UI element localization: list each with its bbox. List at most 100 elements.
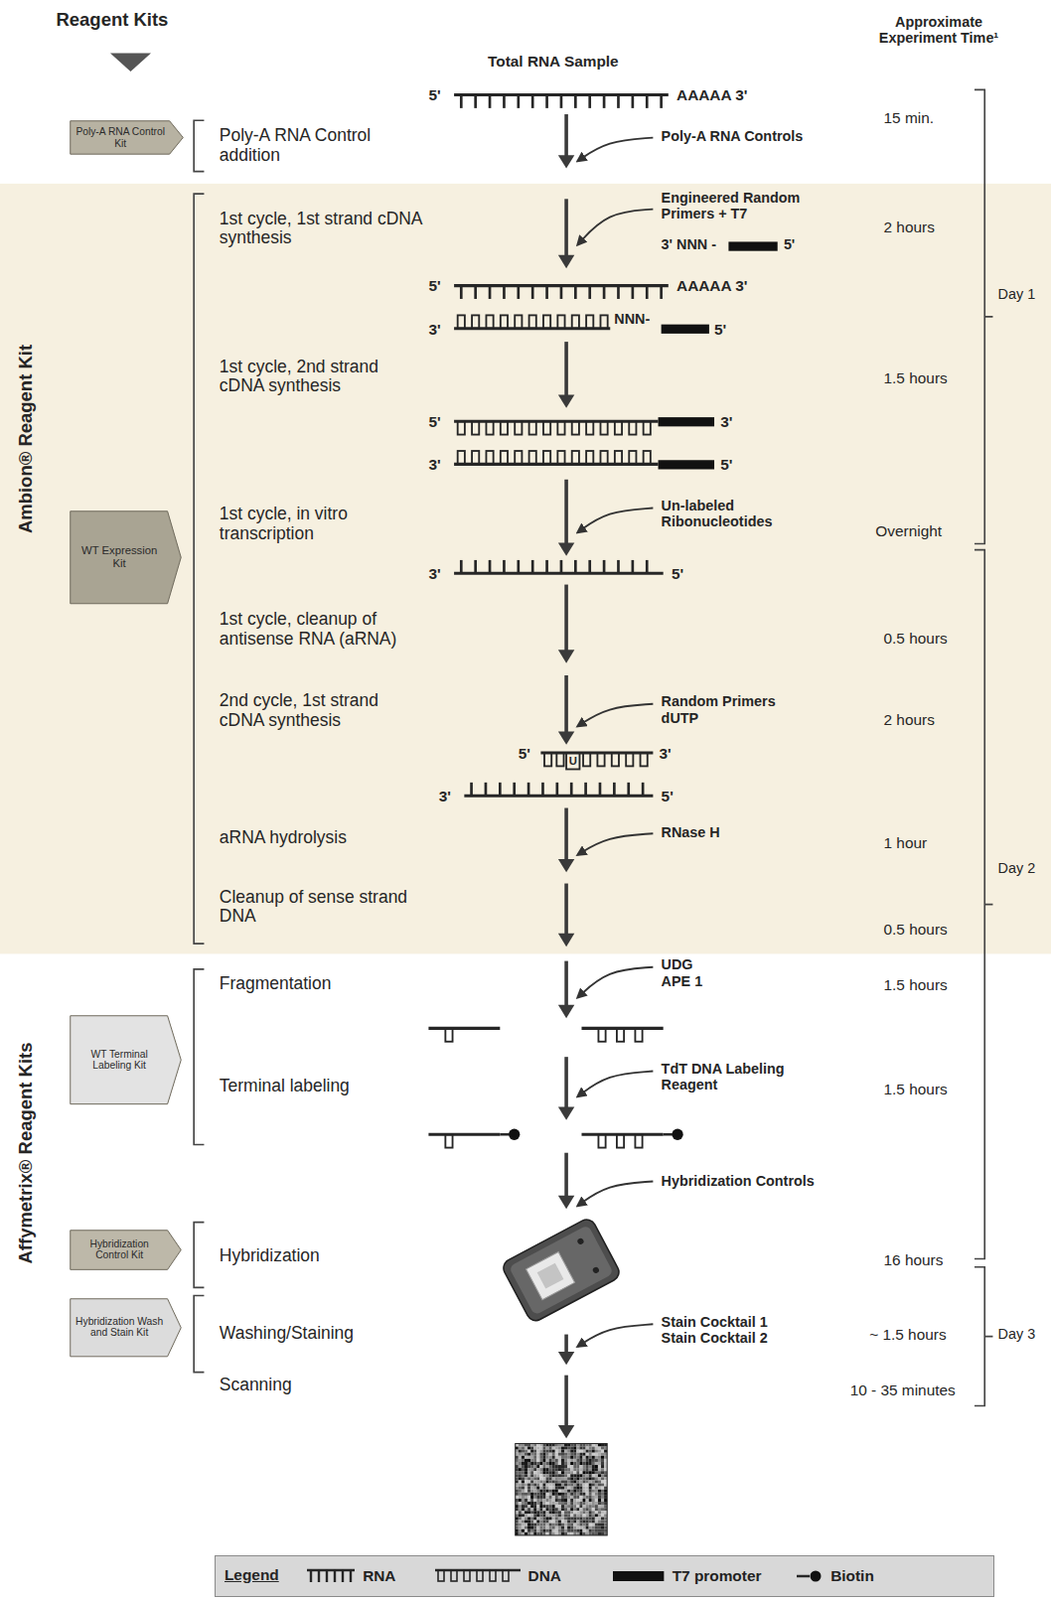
scan-pixel [536, 1513, 540, 1517]
scan-pixel [573, 1450, 577, 1454]
scan-pixel [539, 1459, 543, 1463]
kit-badge-outline [70, 510, 181, 603]
legend-swatch-fill [612, 1571, 664, 1582]
scan-pixel [561, 1465, 565, 1469]
reagent-feed-arrow [577, 138, 653, 162]
scan-pixel [558, 1523, 562, 1527]
scan-pixel [524, 1462, 528, 1466]
scan-pixel [533, 1507, 537, 1511]
scan-pixel [583, 1465, 587, 1469]
scan-pixel [589, 1499, 593, 1502]
scan-pixel [521, 1499, 525, 1502]
rna-base [531, 286, 535, 300]
rna-base [545, 286, 549, 300]
scan-pixel [576, 1523, 580, 1527]
scan-pixel [552, 1456, 556, 1460]
scan-pixel [527, 1471, 531, 1475]
scan-pixel [527, 1493, 531, 1497]
kit-badge-outline [70, 1016, 181, 1105]
day-label: Day 3 [998, 1326, 1037, 1343]
rna-base [498, 782, 502, 796]
dna-base [598, 1134, 605, 1148]
scan-pixel [527, 1516, 531, 1520]
scan-pixel [536, 1496, 540, 1500]
scan-pixel [576, 1487, 580, 1491]
septum [592, 1266, 601, 1275]
scan-pixel [533, 1520, 537, 1524]
scan-pixel [579, 1499, 583, 1502]
scan-pixel [555, 1516, 559, 1520]
scan-pixel [600, 1450, 604, 1454]
scan-pixel [567, 1468, 571, 1472]
reagent-label: Poly-A RNA Controls [661, 128, 804, 145]
scan-pixel [598, 1507, 601, 1511]
scan-pixel [561, 1520, 565, 1524]
scan-pixel [589, 1453, 593, 1457]
strand-backbone [463, 794, 653, 798]
scan-pixel [595, 1496, 599, 1500]
dna-base [640, 752, 648, 766]
scan-pixel [536, 1465, 540, 1469]
genechip-cartridge [500, 1216, 623, 1325]
scan-pixel [579, 1487, 583, 1491]
scan-pixel [583, 1504, 587, 1508]
scan-pixel [555, 1477, 559, 1481]
scan-pixel [549, 1480, 553, 1484]
scan-pixel [518, 1474, 522, 1478]
scan-pixel [536, 1459, 540, 1463]
scan-pixel [564, 1450, 568, 1454]
scan-pixel [576, 1474, 580, 1478]
scan-pixel [530, 1513, 534, 1517]
scan-pixel [573, 1516, 577, 1520]
scan-pixel [600, 1474, 604, 1478]
scan-pixel [539, 1496, 543, 1500]
scan-pixel [595, 1480, 599, 1484]
scan-pixel [552, 1493, 556, 1497]
scan-pixel [549, 1447, 553, 1451]
flow-arrow-shaft [564, 341, 569, 398]
scan-pixel [555, 1471, 559, 1475]
scan-pixel [595, 1474, 599, 1478]
scan-pixel [586, 1523, 590, 1527]
dna-base [586, 314, 594, 328]
legend-biotin-sample [796, 1566, 823, 1587]
scan-pixel [521, 1474, 525, 1478]
flow-arrow-head [558, 1351, 575, 1365]
scan-pixel [595, 1487, 599, 1491]
scan-pixel [592, 1526, 596, 1530]
scan-pixel [530, 1459, 534, 1463]
rna-base [473, 560, 477, 574]
rna-base [631, 95, 635, 109]
scan-pixel [589, 1450, 593, 1454]
scan-pixel [555, 1510, 559, 1514]
scan-pixel [583, 1507, 587, 1511]
header-pointer [110, 52, 151, 71]
scan-pixel [558, 1520, 562, 1524]
scan-pixel [564, 1462, 568, 1466]
rna-base [602, 286, 606, 300]
scan-pixel [592, 1459, 596, 1463]
scan-pixel [518, 1453, 522, 1457]
scan-pixel [549, 1499, 553, 1502]
kit-name: WT Expression Kit [74, 544, 165, 570]
scan-pixel [558, 1468, 562, 1472]
scan-pixel [521, 1456, 525, 1460]
scan-pixel [595, 1510, 599, 1514]
scan-pixel [552, 1484, 556, 1488]
rna-base [349, 1570, 352, 1583]
scan-pixel [539, 1474, 543, 1478]
scan-pixel [536, 1523, 540, 1527]
scan-pixel [558, 1501, 562, 1505]
scan-pixel [573, 1477, 577, 1481]
scan-pixel [592, 1490, 596, 1494]
biotin-dot [508, 1129, 520, 1141]
scan-pixel [549, 1459, 553, 1463]
scan-pixel [579, 1456, 583, 1460]
scan-pixel [542, 1468, 546, 1472]
reagent-label: Engineered Random Primers + T7 [661, 189, 825, 222]
scan-pixel [546, 1480, 550, 1484]
scan-pixel [567, 1493, 571, 1497]
scan-pixel [558, 1493, 562, 1497]
reagent-feed-arrows [577, 138, 653, 1348]
scan-pixel [546, 1529, 550, 1533]
